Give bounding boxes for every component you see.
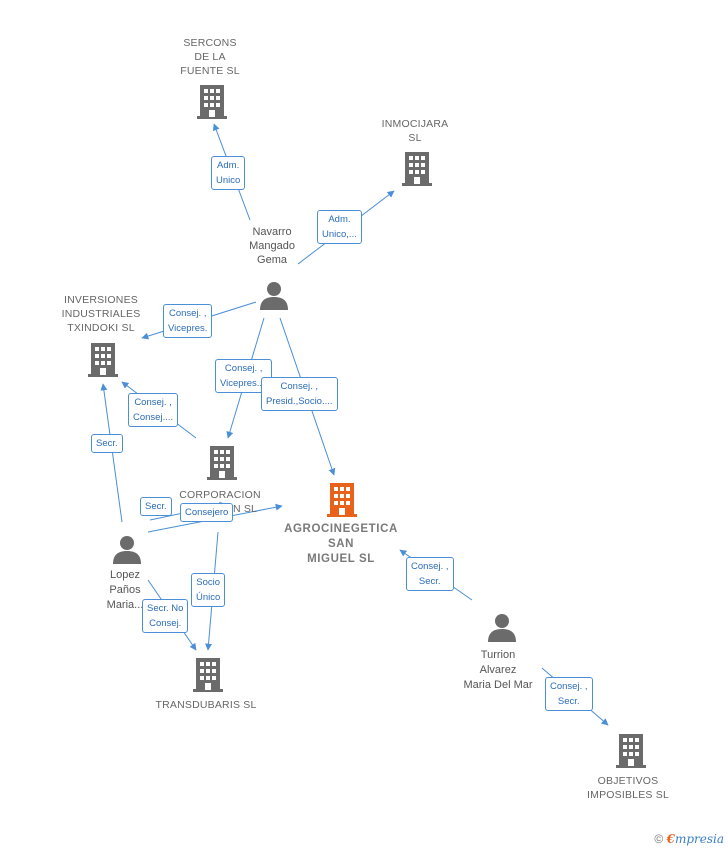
building-icon[interactable] — [193, 658, 223, 692]
relation-label-corporacion-transdubaris[interactable]: Socio Único — [191, 573, 226, 607]
relation-label-lopez-transdubaris[interactable]: Secr. No Consej. — [142, 599, 189, 633]
relation-label-navarro-inversiones[interactable]: Consej. , Vicepres. — [163, 304, 213, 338]
relation-label-navarro-agro[interactable]: Consej. , Presid.,Socio.... — [261, 377, 338, 411]
relation-label-lopez-agro[interactable]: Consejero — [180, 503, 234, 522]
person-icon[interactable] — [259, 280, 289, 310]
node-label-transdubaris[interactable]: TRANSDUBARIS SL — [155, 699, 257, 711]
person-icon[interactable] — [487, 612, 517, 642]
building-icon-main[interactable] — [327, 483, 357, 517]
node-label-turrion[interactable]: Turrion Alvarez Maria Del Mar — [463, 649, 533, 691]
node-label-navarro[interactable]: Navarro Mangado Gema — [249, 226, 295, 266]
empresia-logo: €mpresia — [666, 832, 724, 846]
person-icon[interactable] — [112, 534, 142, 564]
node-label-agrocinegetica[interactable]: AGROCINEGETICA SAN MIGUEL SL — [284, 523, 398, 565]
building-icon[interactable] — [616, 734, 646, 768]
edge-lopez-inversiones — [100, 383, 123, 523]
building-icon[interactable] — [197, 85, 227, 119]
building-icon[interactable] — [88, 343, 118, 377]
relation-label-navarro-sercons[interactable]: Adm. Unico — [211, 156, 246, 190]
node-label-inversiones[interactable]: INVERSIONES INDUSTRIALES TXINDOKI SL — [61, 294, 141, 334]
footer-brand: © €mpresia — [654, 832, 724, 846]
relation-label-lopez-corporacion[interactable]: Secr. — [140, 497, 172, 516]
node-label-inmocijara[interactable]: INMOCIJARA SL — [381, 118, 449, 144]
building-icon[interactable] — [207, 446, 237, 480]
node-label-lopez[interactable]: Lopez Paños Maria... — [106, 569, 144, 611]
relation-label-turrion-objetivos[interactable]: Consej. , Secr. — [545, 677, 593, 711]
relation-label-navarro-inmocijara[interactable]: Adm. Unico,... — [317, 210, 362, 244]
copyright-symbol: © — [654, 832, 664, 846]
relation-label-turrion-agro[interactable]: Consej. , Secr. — [406, 557, 454, 591]
node-label-objetivos[interactable]: OBJETIVOS IMPOSIBLES SL — [587, 775, 669, 801]
relation-label-lopez-inversiones[interactable]: Secr. — [91, 434, 123, 453]
node-label-sercons[interactable]: SERCONS DE LA FUENTE SL — [180, 37, 240, 77]
building-icon[interactable] — [402, 152, 432, 186]
relation-label-corporacion-inversiones[interactable]: Consej. , Consej.... — [128, 393, 179, 427]
